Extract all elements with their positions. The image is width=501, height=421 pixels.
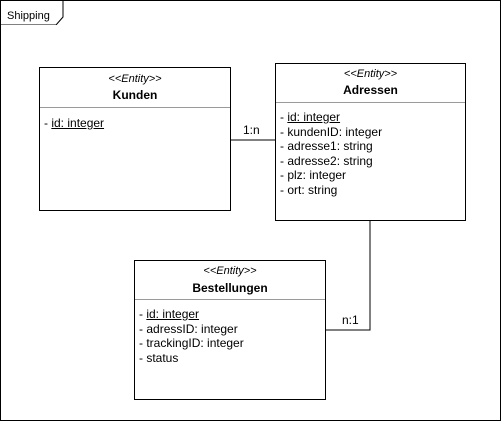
entity-name: Bestellungen	[192, 281, 268, 295]
attribute-visibility: -	[139, 336, 147, 351]
attribute-visibility: -	[280, 182, 288, 197]
entity-stereotype: <<Entity>>	[203, 265, 257, 277]
attribute-row: - id: integer	[280, 110, 461, 125]
attribute-row: - id: integer	[139, 307, 321, 322]
attribute-row: - status	[139, 351, 321, 366]
package-label: Shipping	[7, 10, 50, 22]
attribute-visibility: -	[44, 116, 52, 130]
multiplicity-label: 1:n	[243, 123, 260, 137]
attribute-list: - id: integer- adressID: integer- tracki…	[139, 307, 321, 365]
attribute-list: - id: integer- kundenID: integer- adress…	[280, 110, 461, 198]
attribute-row: - adressID: integer	[139, 322, 321, 337]
attribute-text: ort: string	[287, 182, 338, 197]
attribute-visibility: -	[280, 139, 288, 154]
attribute-primary-key: id: integer	[51, 116, 105, 130]
entity-header: <<Entity>> Kunden	[40, 68, 230, 108]
attribute-text: trackingID: integer	[146, 336, 244, 351]
attribute-row: - kundenID: integer	[280, 125, 461, 140]
attribute-row: - ort: string	[280, 183, 461, 198]
attribute-visibility: -	[139, 350, 147, 365]
attribute-list: - id: integer	[44, 116, 226, 131]
attribute-text: status	[146, 350, 179, 365]
attribute-visibility: -	[139, 307, 147, 321]
entity-kunden[interactable]: <<Entity>> Kunden - id: integer	[39, 67, 231, 211]
entity-header: <<Entity>> Bestellungen	[135, 261, 325, 300]
attribute-visibility: -	[280, 153, 288, 168]
attribute-text: adressID: integer	[146, 321, 238, 336]
attribute-text: adresse2: string	[287, 153, 373, 168]
attribute-row: - plz: integer	[280, 168, 461, 183]
attribute-row: - adresse1: string	[280, 139, 461, 154]
relation-line-adressen-bestellungen	[325, 220, 371, 331]
multiplicity-label: n:1	[342, 313, 359, 327]
attribute-primary-key: id: integer	[287, 110, 341, 124]
entity-stereotype: <<Entity>>	[108, 73, 162, 85]
attribute-visibility: -	[139, 321, 147, 336]
attribute-row: - id: integer	[44, 116, 226, 131]
package-tab	[1, 1, 64, 25]
attribute-visibility: -	[280, 168, 288, 183]
attribute-text: kundenID: integer	[287, 124, 383, 139]
entity-header: <<Entity>> Adressen	[276, 64, 465, 103]
entity-bestellungen[interactable]: <<Entity>> Bestellungen - id: integer- a…	[134, 260, 326, 400]
attribute-text: adresse1: string	[287, 139, 373, 154]
attribute-row: - adresse2: string	[280, 154, 461, 169]
entity-adressen[interactable]: <<Entity>> Adressen - id: integer- kunde…	[275, 63, 466, 221]
attribute-visibility: -	[280, 124, 288, 139]
attribute-text: plz: integer	[287, 168, 347, 183]
attribute-primary-key: id: integer	[146, 307, 200, 321]
entity-name: Adressen	[343, 83, 398, 97]
attribute-row: - trackingID: integer	[139, 336, 321, 351]
entity-name: Kunden	[112, 88, 158, 102]
attribute-visibility: -	[280, 110, 288, 124]
entity-stereotype: <<Entity>>	[343, 68, 398, 80]
